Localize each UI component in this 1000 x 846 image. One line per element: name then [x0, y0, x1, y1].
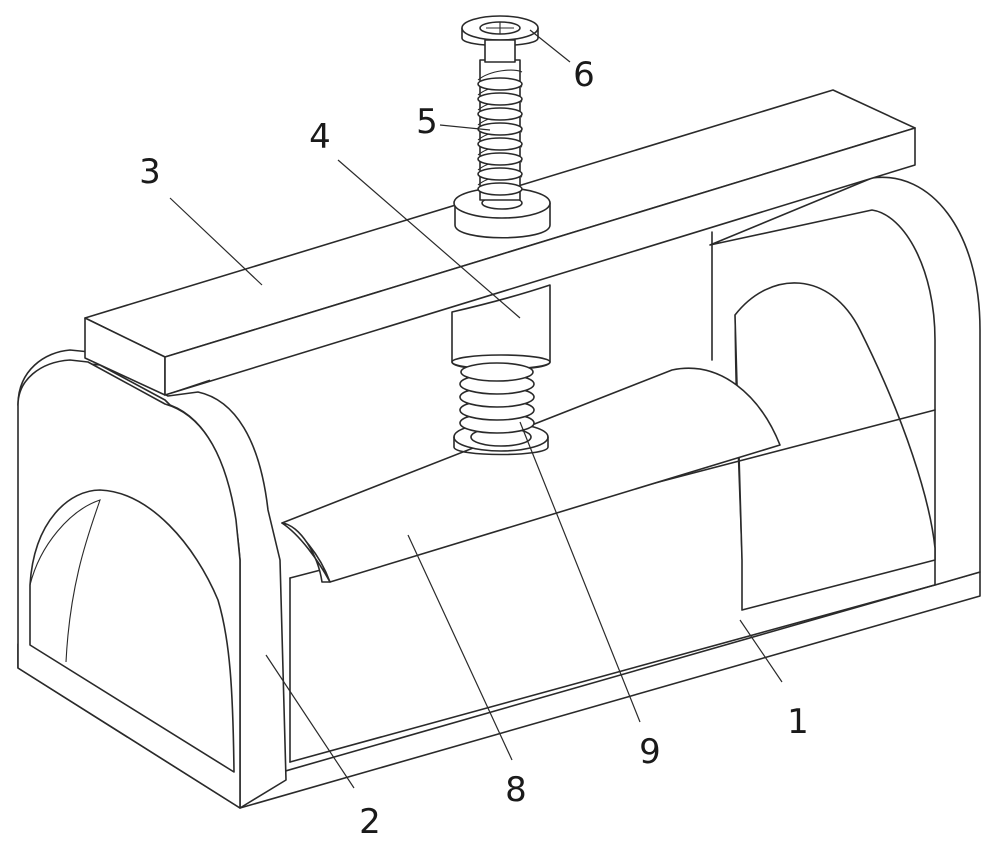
leader-3: [169, 197, 263, 286]
callout-4: 4: [309, 117, 331, 157]
callout-3: 3: [139, 152, 161, 192]
leader-2: [265, 654, 355, 789]
leader-1: [739, 619, 783, 683]
callout-9: 9: [639, 732, 661, 772]
leader-5: [439, 124, 491, 131]
pressing-plate: [281, 367, 781, 583]
leader-4: [337, 159, 521, 319]
leader-8: [407, 534, 513, 761]
leader-lines: [169, 29, 783, 789]
leader-6: [529, 29, 571, 63]
end-wall: [17, 349, 287, 809]
callout-5: 5: [416, 102, 438, 142]
callout-1: 1: [787, 702, 809, 742]
threaded-rod: [477, 59, 523, 201]
callout-8: 8: [505, 770, 527, 810]
callout-6: 6: [573, 55, 595, 95]
callout-2: 2: [359, 802, 381, 842]
leader-9: [519, 421, 641, 723]
collar-nut: [453, 187, 551, 239]
screw-head: [461, 15, 539, 63]
lower-spring: [453, 362, 549, 456]
